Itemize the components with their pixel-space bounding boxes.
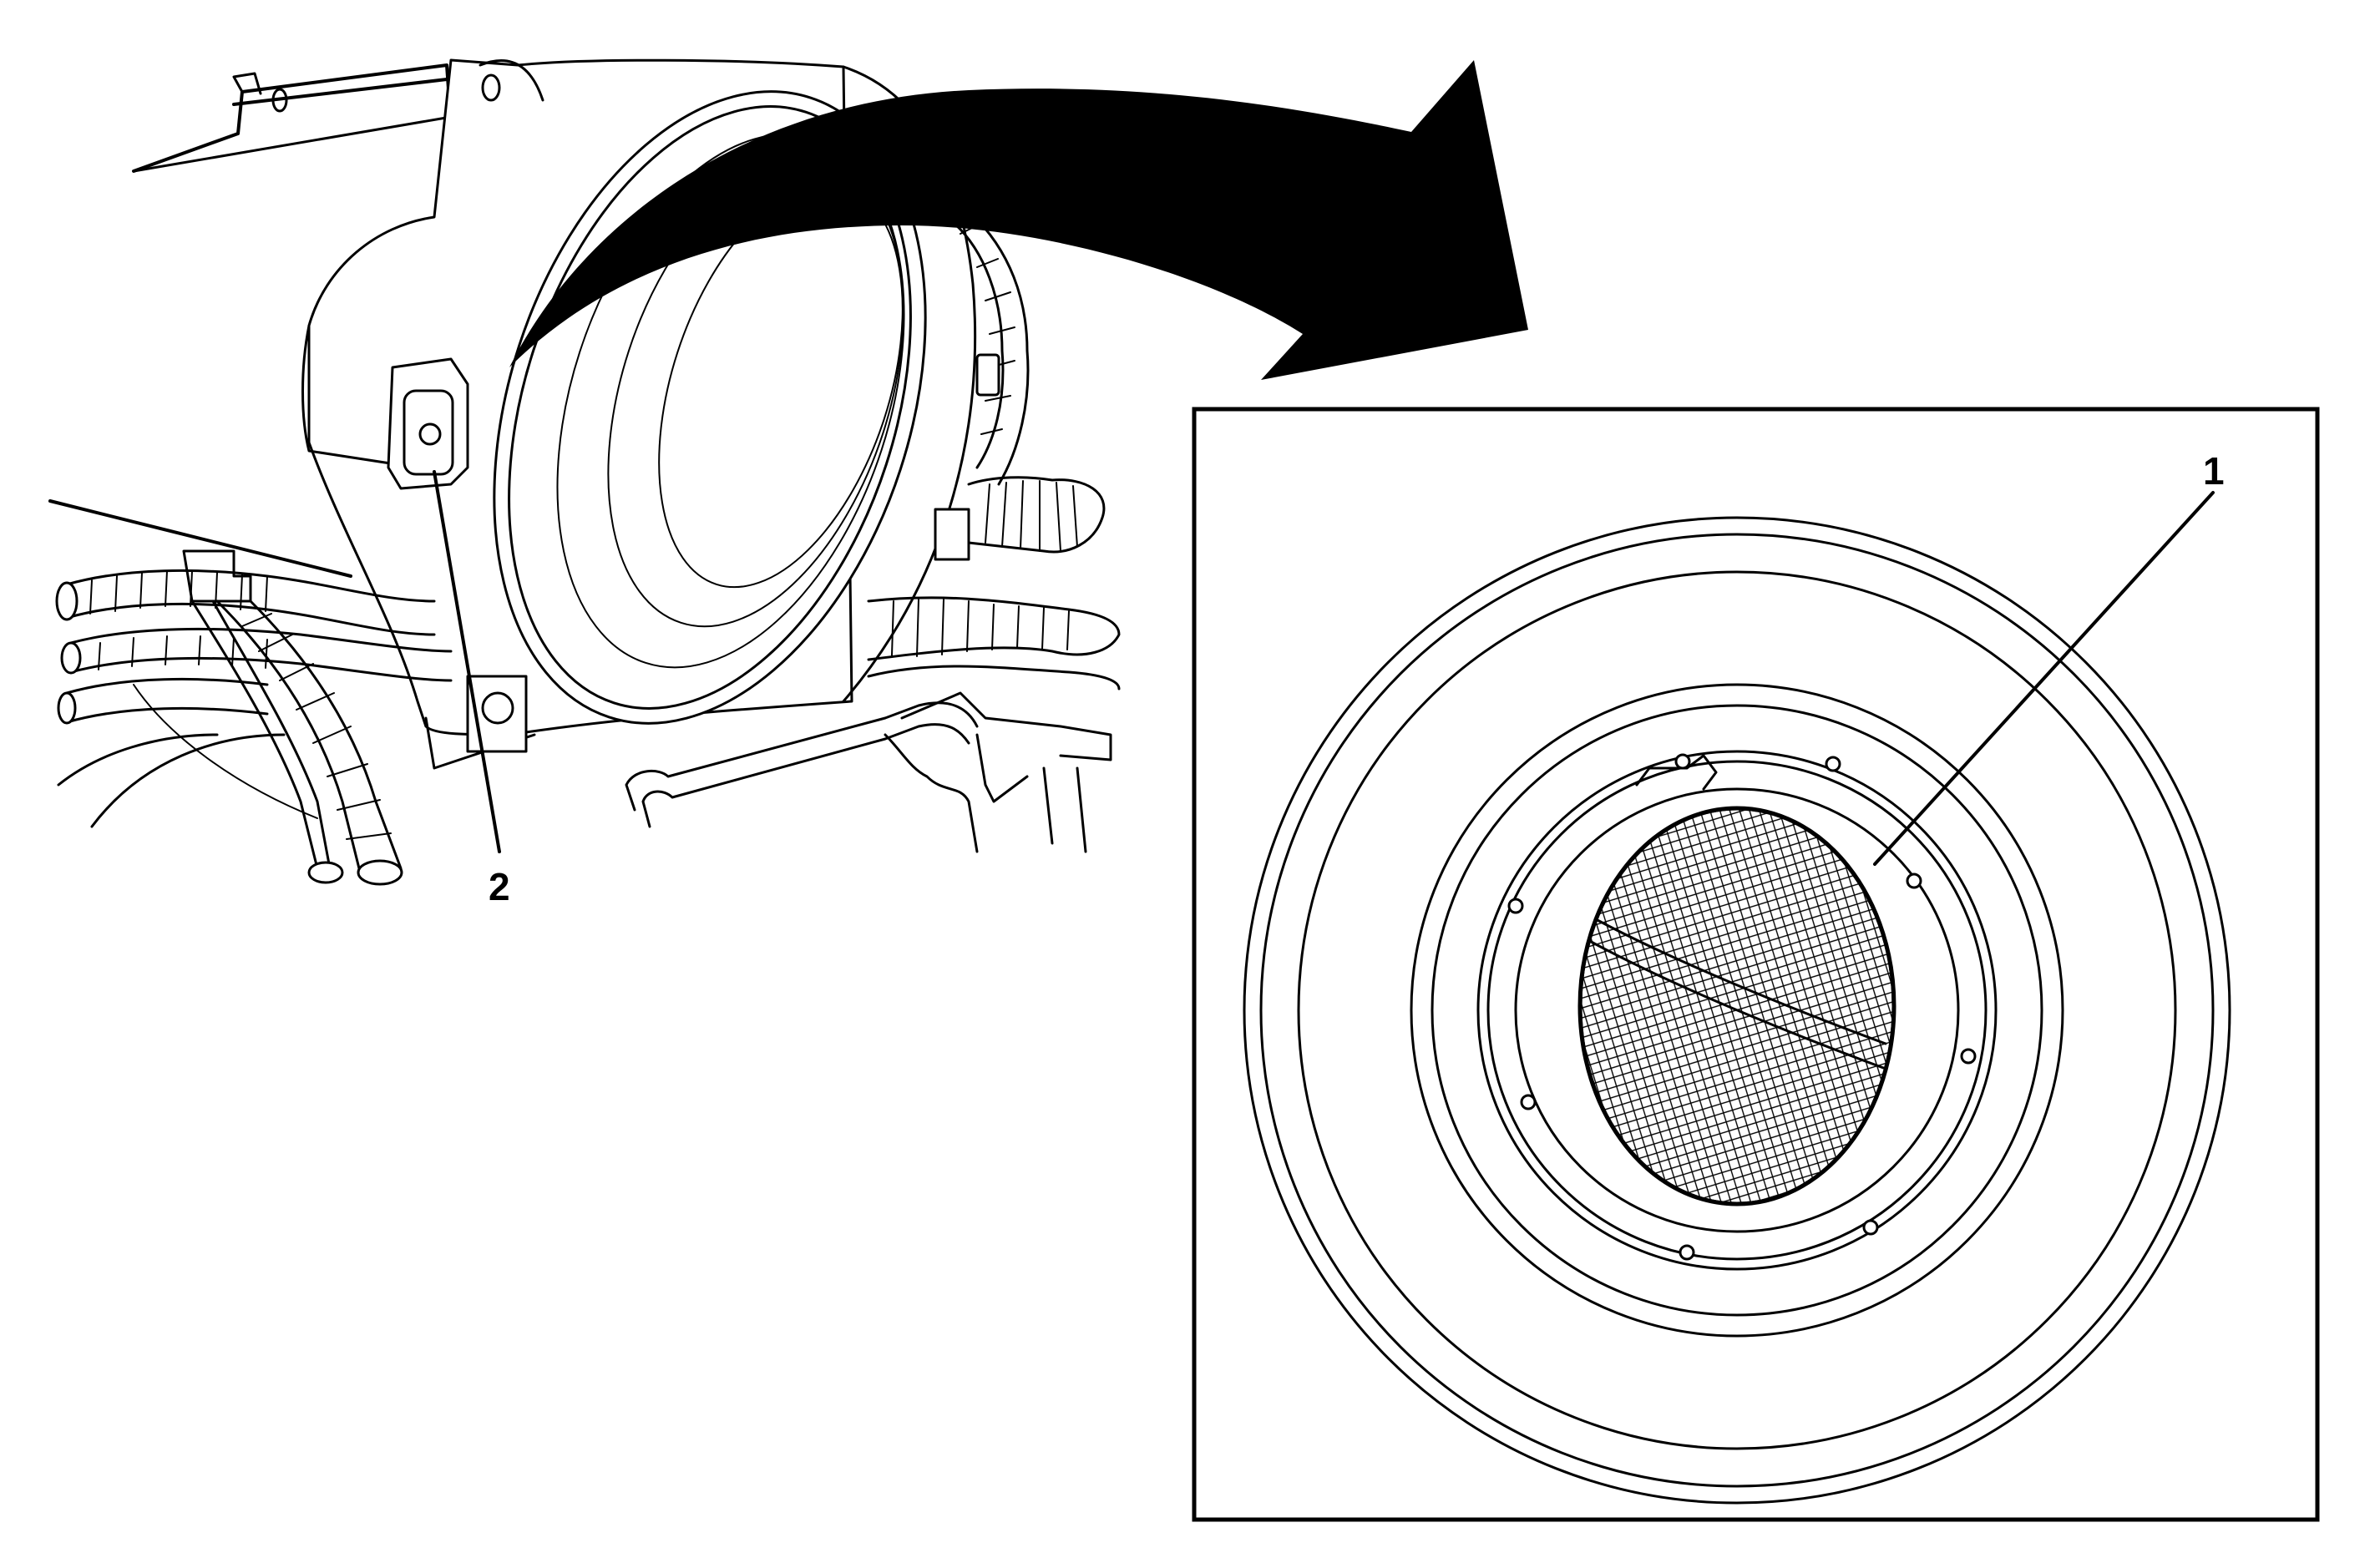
callout-2-label: 2	[489, 865, 510, 908]
wiring-harness-right	[934, 211, 1139, 561]
callout-arrow	[509, 60, 1528, 380]
wiring-harness-bottom	[867, 596, 1121, 853]
callout-1-label: 1	[2203, 449, 2225, 493]
filter-screen	[1577, 806, 1896, 1206]
grommet-assembly	[387, 357, 469, 490]
callout-1: 1	[1873, 449, 2225, 866]
detail-inset	[1192, 407, 2320, 1522]
callout-2: 2	[433, 470, 510, 908]
retainer-tabs	[1507, 753, 1977, 1261]
drain-tube	[625, 701, 979, 828]
wiring-harness-left	[48, 499, 453, 886]
